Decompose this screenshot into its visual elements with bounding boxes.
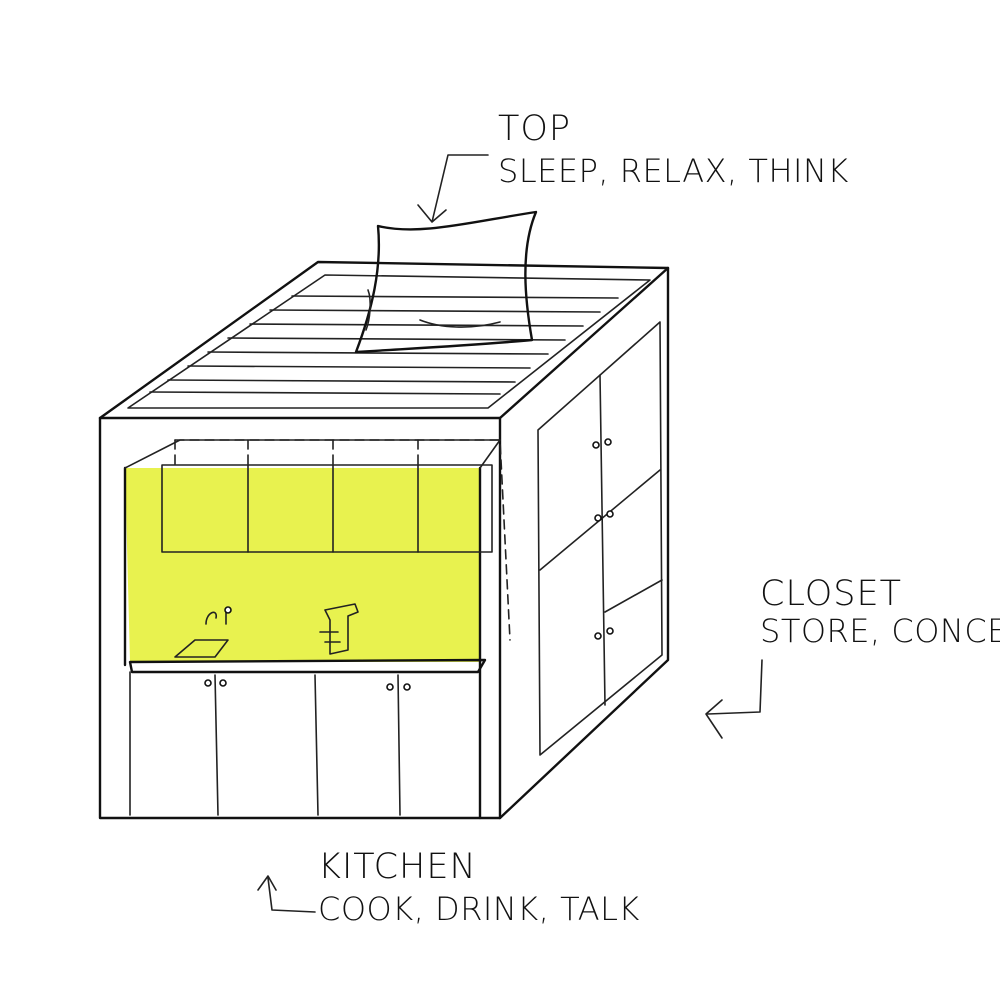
closet-shelf-line-2 [605,580,662,612]
top-face-outline [100,262,668,418]
kitchen-niche-backsplash [125,468,480,662]
lower-cabinets [130,672,410,815]
top-arrow-icon [418,155,488,222]
faucet-handle [225,607,231,613]
top-label: TOP [498,109,571,149]
closet-arrow-icon [706,660,762,738]
closet-label: CLOSET [760,574,902,614]
top-activities: SLEEP, RELAX, THINK [498,152,849,190]
closet-knob [605,439,611,445]
closet-knob [607,628,613,634]
closet-knob [595,633,601,639]
closet-door-split [600,375,605,705]
closet-knob [607,511,613,517]
kitchen-label: KITCHEN [318,847,477,887]
closet-activities: STORE, CONCEAL [760,612,1000,650]
side-face-outline [500,268,668,818]
kitchen-arrow-icon [258,876,315,912]
closet-knob [593,442,599,448]
kitchen-activities: COOK, DRINK, TALK [318,890,640,928]
closet-knob [595,515,601,521]
niche-side-lines [125,440,500,468]
pillow [356,212,536,352]
